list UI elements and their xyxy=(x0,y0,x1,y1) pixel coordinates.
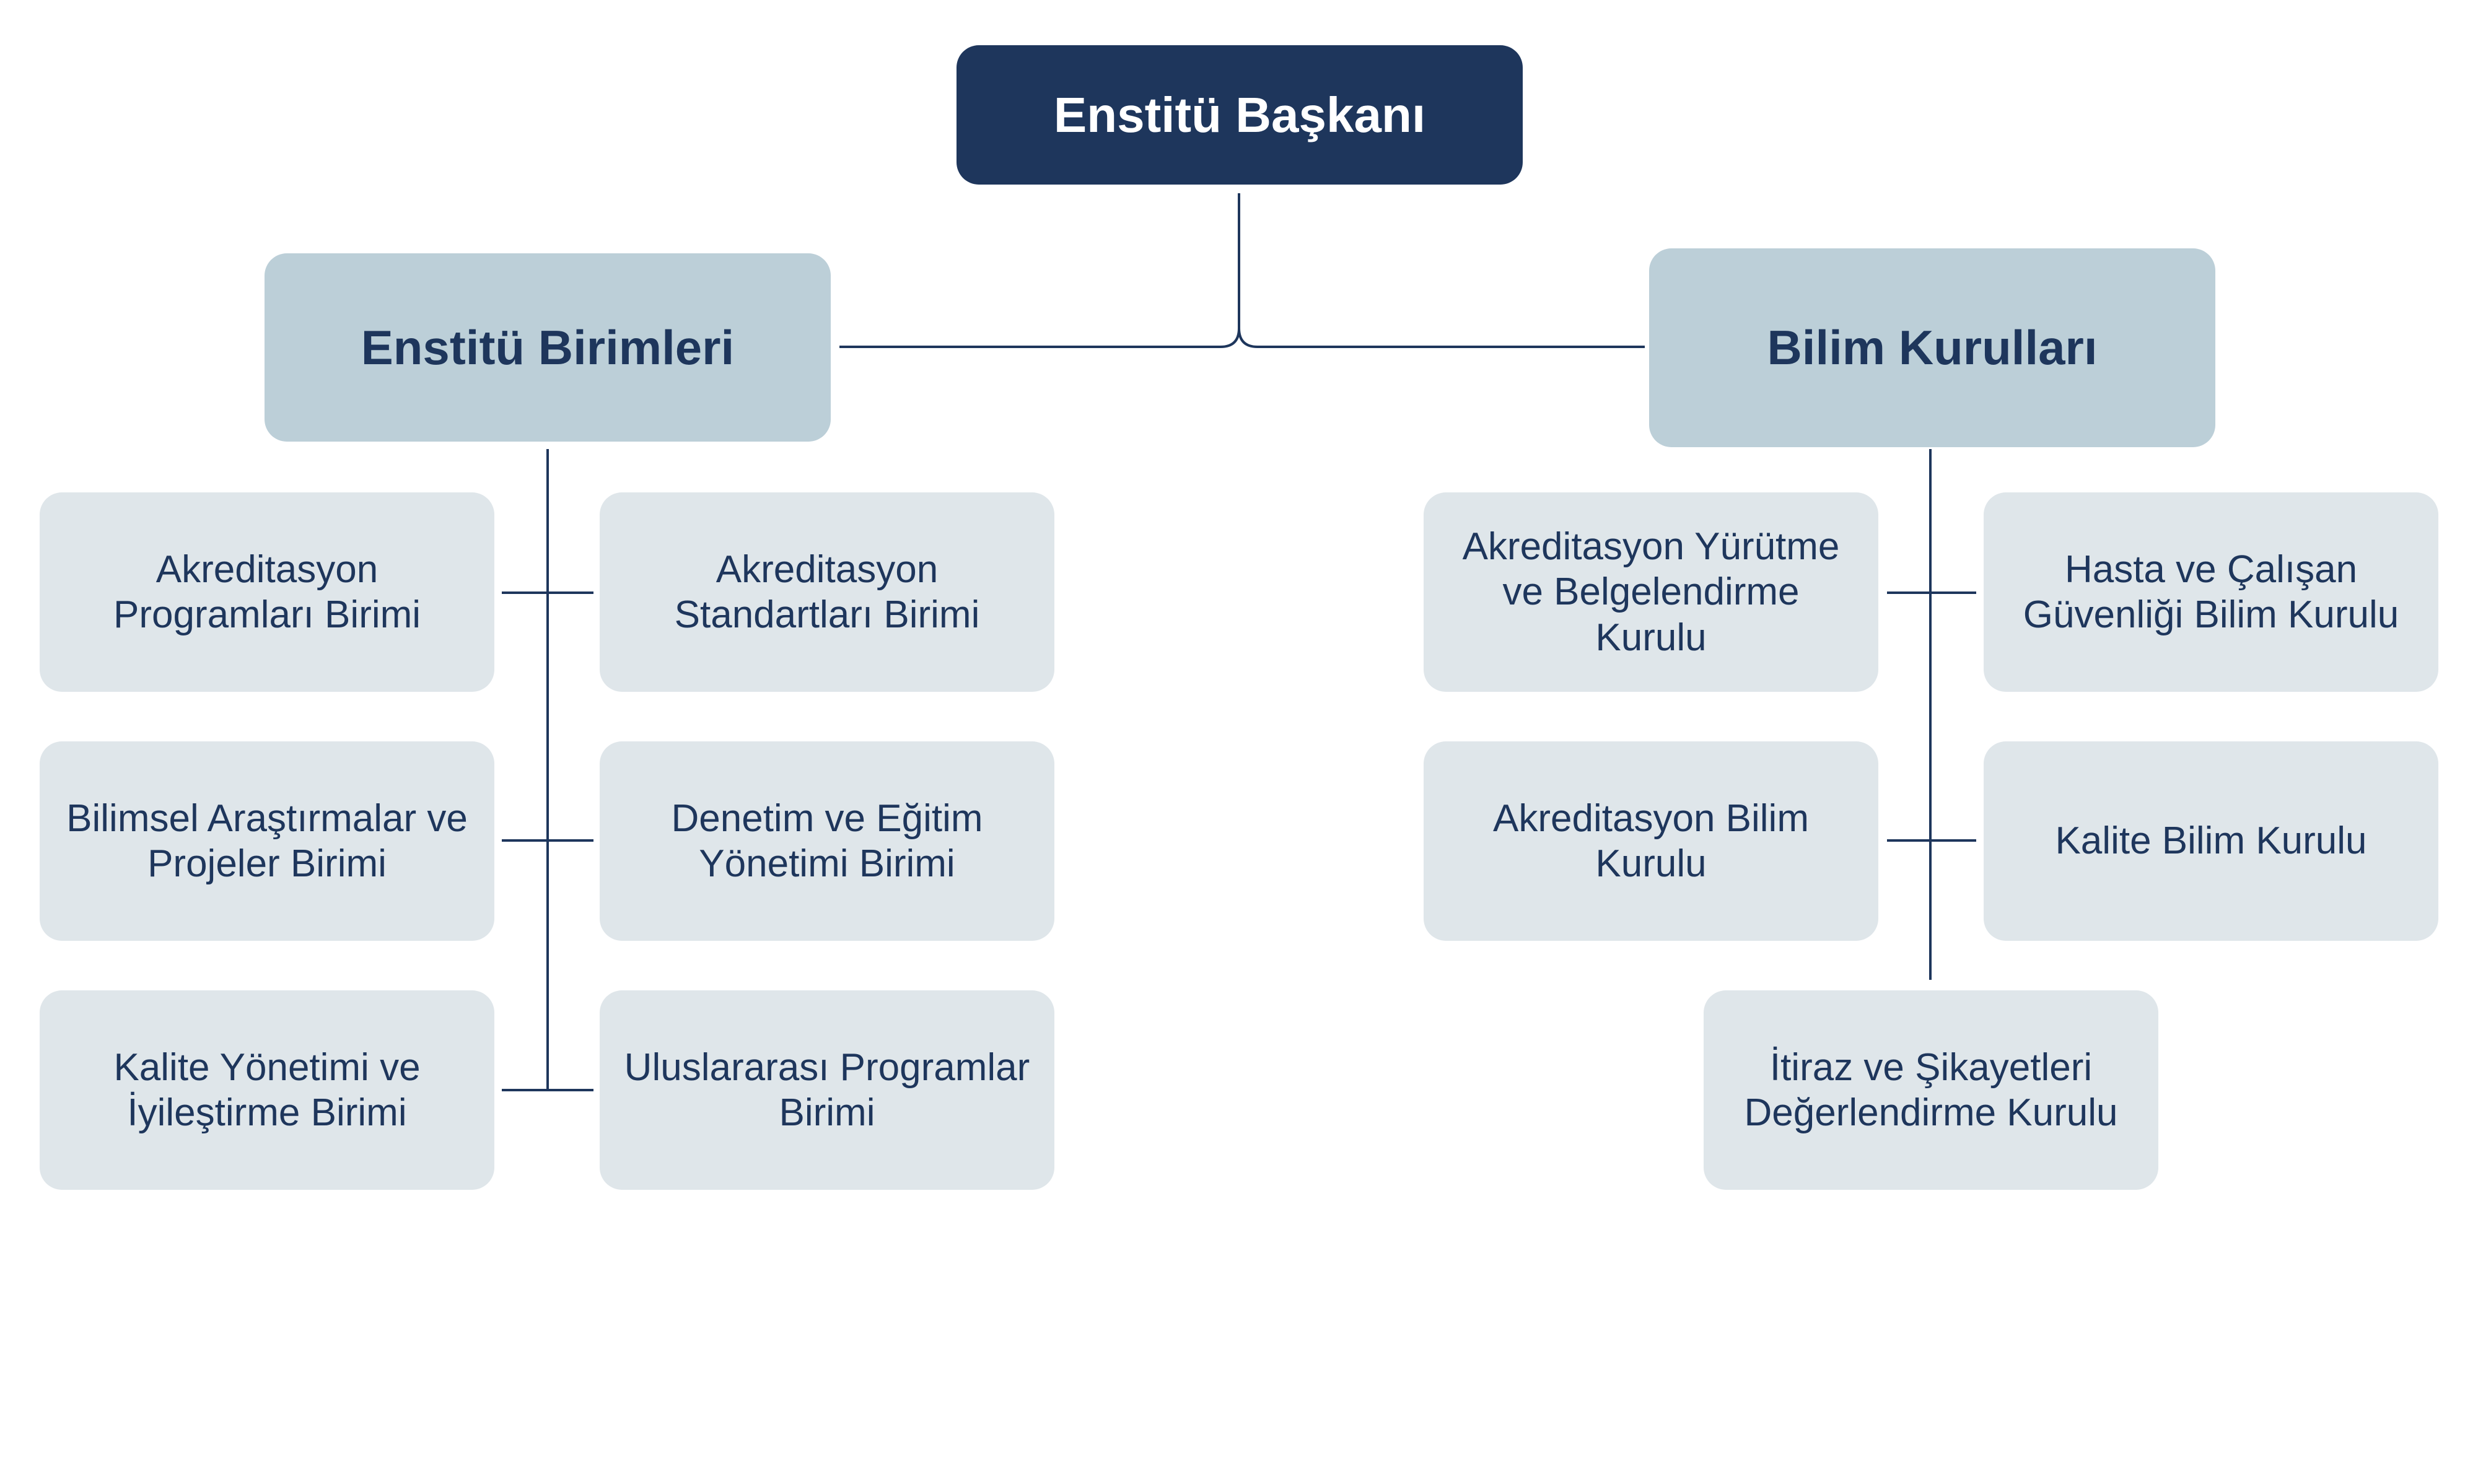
node-board-1: Akreditasyon Yürütme ve Belgelendirme Ku… xyxy=(1424,492,1878,692)
node-board-1-label: Akreditasyon Yürütme ve Belgelendirme Ku… xyxy=(1462,525,1840,659)
connector-root-to-groups xyxy=(839,193,1645,348)
node-board-2: Hasta ve Çalışan Güvenliği Bilim Kurulu xyxy=(1984,492,2438,692)
node-group-units-label: Enstitü Birimleri xyxy=(361,320,735,375)
node-board-4: Kalite Bilim Kurulu xyxy=(1984,741,2438,941)
node-unit-5: Kalite Yönetimi ve İyileştirme Birimi xyxy=(40,990,494,1190)
node-root: Enstitü Başkanı xyxy=(957,45,1523,185)
node-unit-2: Akreditasyon Standartları Birimi xyxy=(600,492,1054,692)
node-unit-6: Uluslararası Programlar Birimi xyxy=(600,990,1054,1190)
node-unit-5-label: Kalite Yönetimi ve İyileştirme Birimi xyxy=(113,1045,421,1134)
node-board-4-label: Kalite Bilim Kurulu xyxy=(2055,819,2367,863)
node-unit-1-label: Akreditasyon Programları Birimi xyxy=(113,548,421,636)
node-unit-1: Akreditasyon Programları Birimi xyxy=(40,492,494,692)
node-group-units: Enstitü Birimleri xyxy=(265,253,831,442)
node-unit-3: Bilimsel Araştırmalar ve Projeler Birimi xyxy=(40,741,494,941)
node-board-5: İtiraz ve Şikayetleri Değerlendirme Kuru… xyxy=(1704,990,2158,1190)
node-unit-6-label: Uluslararası Programlar Birimi xyxy=(624,1045,1030,1134)
node-unit-3-label: Bilimsel Araştırmalar ve Projeler Birimi xyxy=(66,797,468,885)
node-root-label: Enstitü Başkanı xyxy=(1053,87,1426,142)
node-unit-4-label: Denetim ve Eğitim Yönetimi Birimi xyxy=(671,797,983,885)
node-board-3: Akreditasyon Bilim Kurulu xyxy=(1424,741,1878,941)
node-unit-4: Denetim ve Eğitim Yönetimi Birimi xyxy=(600,741,1054,941)
node-board-2-label: Hasta ve Çalışan Güvenliği Bilim Kurulu xyxy=(2023,548,2399,636)
node-board-3-label: Akreditasyon Bilim Kurulu xyxy=(1493,797,1809,885)
node-group-boards: Bilim Kurulları xyxy=(1649,248,2215,447)
node-unit-2-label: Akreditasyon Standartları Birimi xyxy=(674,548,980,636)
node-board-5-label: İtiraz ve Şikayetleri Değerlendirme Kuru… xyxy=(1744,1045,2118,1134)
node-group-boards-label: Bilim Kurulları xyxy=(1767,320,2098,375)
